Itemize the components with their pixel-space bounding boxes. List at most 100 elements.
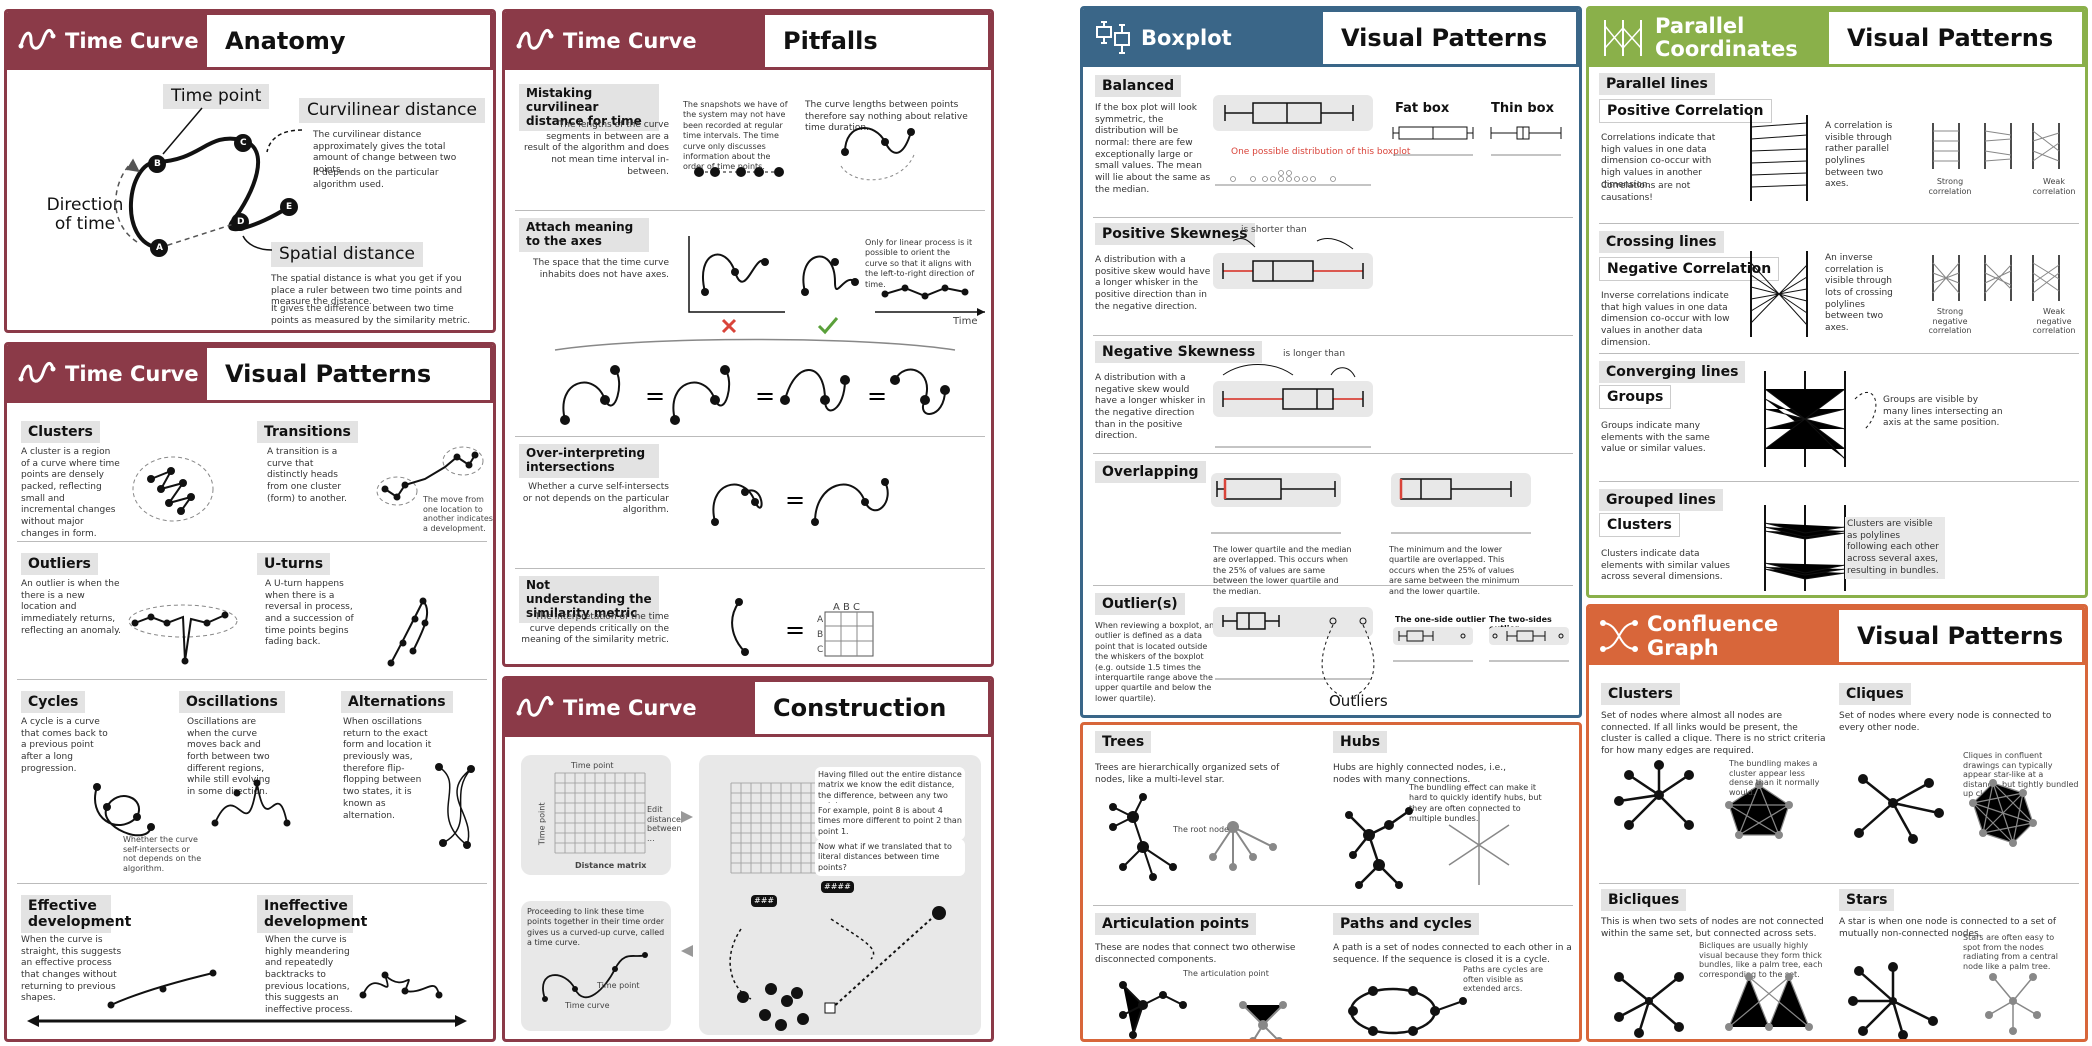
cg-bicliques-figure xyxy=(1614,972,1813,1038)
parallel-brand-label: Parallel Coordinates xyxy=(1655,13,1798,61)
tc-anatomy-title: Anatomy xyxy=(207,15,490,67)
pitfall-4-matrix-cols: A B C xyxy=(833,602,861,613)
graph-articulation-note: The articulation point xyxy=(1183,969,1269,978)
boxplot-brand: Boxplot xyxy=(1083,9,1323,67)
graph-trees-text: Trees are hierarchically organized sets … xyxy=(1095,763,1280,785)
tc-anatomy-header: Time Curve Anatomy xyxy=(7,12,493,70)
anatomy-spatial-label: Spatial distance xyxy=(271,242,423,267)
graph-hubs-figure xyxy=(1345,807,1510,889)
pc-strong-neg-label: Strong negative correlation xyxy=(1928,307,1972,336)
bp-thinbox-label: Thin box xyxy=(1491,101,1554,116)
pitfall-1-text: The lengths of the curve segments in bet… xyxy=(523,120,669,177)
bp-pos-skew-figure xyxy=(1213,238,1373,289)
anatomy-direction-label: Direction of time xyxy=(46,195,124,234)
construction-dm-label: Distance matrix xyxy=(575,861,647,870)
tc-clusters-label: Clusters xyxy=(21,421,100,444)
pc-strong-label: Strong correlation xyxy=(1928,177,1972,196)
cg-stars-figure xyxy=(1848,962,2041,1039)
construction-matrix-grid xyxy=(554,772,646,854)
pc-pos-figure xyxy=(1750,115,1808,201)
bp-overlap-text1: The lower quartile and the median are ov… xyxy=(1213,545,1352,596)
pc-weak-label: Weak correlation xyxy=(2032,177,2076,196)
tc-alternations-text: When oscillations return to the exact fo… xyxy=(343,717,432,821)
tc-cycles-note: Whether the curve self-intersects or not… xyxy=(123,835,202,873)
tc-cycles-label: Cycles xyxy=(21,691,86,714)
construction-bottom-curve xyxy=(542,952,648,1002)
bp-balanced-label: Balanced xyxy=(1095,75,1182,98)
graph-hubs-note: The bundling effect can make it hard to … xyxy=(1409,783,1542,824)
pc-clusters-label: Clusters xyxy=(1599,513,1680,538)
bp-overlap-figure xyxy=(1211,473,1531,534)
graph-patterns-card: Trees Trees are hierarchically organized… xyxy=(1080,722,1582,1042)
pitfall-3-label: Over-interpreting intersections xyxy=(519,444,659,478)
tc-oscillations-label: Oscillations xyxy=(179,691,285,714)
pc-pos-strength xyxy=(1932,123,2060,169)
anatomy-point-e: E xyxy=(286,202,293,212)
graph-trees-label: Trees xyxy=(1095,731,1152,754)
construction-note2: For example, point 8 is about 4 times mo… xyxy=(815,803,965,841)
tc-effective-label: Effective development xyxy=(21,895,131,934)
bp-balanced-text: If the box plot will look symmetric, the… xyxy=(1095,103,1211,195)
pitfall-4-matrix-row-c: C xyxy=(817,645,824,655)
boxplot-brand-label: Boxplot xyxy=(1141,26,1232,50)
cg-stars-label: Stars xyxy=(1839,889,1895,912)
tc-ineffective-figure xyxy=(359,971,443,999)
cg-clusters-note: The bundling makes a cluster appear less… xyxy=(1729,759,1820,797)
tc-uturns-text: A U-turn happens when there is a reversa… xyxy=(265,579,354,648)
anatomy-curv-text2: It depends on the particular algorithm u… xyxy=(313,168,439,190)
tc-uturns-label: U-turns xyxy=(257,553,331,576)
bp-outliers-label: Outlier(s) xyxy=(1095,593,1185,616)
time-curve-logo-icon xyxy=(18,29,56,50)
parallel-brand: Parallel Coordinates xyxy=(1589,9,1829,67)
pc-groups-label: Groups xyxy=(1599,385,1672,410)
tc-construction-brand: Time Curve xyxy=(505,679,755,737)
bp-overlap-text2: The minimum and the lower quartile are o… xyxy=(1389,545,1520,596)
anatomy-time-point-label: Time point xyxy=(163,84,270,109)
pc-parallel-lines-label: Parallel lines xyxy=(1599,73,1715,96)
bp-outliers-caption: Outliers xyxy=(1329,692,1388,710)
tc-construction-title: Construction xyxy=(755,682,988,734)
pitfall-1-figure xyxy=(694,127,916,181)
tc-pitfalls-header: Time Curve Pitfalls xyxy=(505,12,991,70)
pc-weak-neg-label: Weak negative correlation xyxy=(2032,307,2076,336)
construction-bottom-panel xyxy=(521,901,671,1031)
cg-stars-note: Stars are often easy to spot from the no… xyxy=(1963,933,2058,971)
confluence-header: Confluence Graph Visual Patterns xyxy=(1589,607,2085,665)
bp-neg-skew-text: A distribution with a negative skew woul… xyxy=(1095,373,1206,442)
confluence-title: Visual Patterns xyxy=(1839,610,2082,662)
tc-brand: Time Curve xyxy=(7,12,207,70)
pitfall-2-time: Time xyxy=(953,316,978,327)
cg-cliques-note: Cliques in confluent drawings can typica… xyxy=(1963,751,2079,799)
tc-oscillations-figure xyxy=(211,779,291,827)
pitfall-1-text2: The snapshots we have of the system may … xyxy=(683,100,788,172)
tc-outliers-figure xyxy=(128,604,238,665)
tc-anatomy-card: Time Curve Anatomy Time point Curvilinea… xyxy=(4,9,496,333)
graph-articulation-label: Articulation points xyxy=(1095,913,1257,936)
tc-clusters-text: A cluster is a region of a curve where t… xyxy=(21,447,120,539)
graph-paths-label: Paths and cycles xyxy=(1333,913,1479,936)
cg-bicliques-label: Bicliques xyxy=(1601,889,1687,912)
pitfall-2-label: Attach meaning to the axes xyxy=(519,218,649,252)
cg-clusters-label: Clusters xyxy=(1601,683,1680,706)
tc-ineffective-text: When the curve is highly meandering and … xyxy=(265,935,353,1016)
pc-neg-text: Inverse correlations indicate that high … xyxy=(1601,291,1730,348)
tc-construction-card: Time Curve Construction Time point Time … xyxy=(502,676,994,1042)
pitfall-3-figure: = xyxy=(711,478,889,526)
parallel-coords-logo-icon xyxy=(1604,20,1642,56)
pc-neg-figure xyxy=(1750,251,1808,337)
anatomy-point-d: D xyxy=(237,217,245,227)
parallel-card: Parallel Coordinates Visual Patterns Par… xyxy=(1586,6,2088,598)
construction-chip-2: #### xyxy=(821,881,854,893)
time-curve-logo-icon xyxy=(18,362,56,383)
anatomy-spat-text1: The spatial distance is what you get if … xyxy=(271,274,463,308)
bp-fat-thin-figure xyxy=(1392,126,1562,156)
cg-cliques-figure xyxy=(1854,774,2037,847)
confluence-brand: Confluence Graph xyxy=(1589,607,1839,665)
graph-paths-figure xyxy=(1348,986,1467,1036)
construction-points-figure xyxy=(729,906,946,1031)
pc-pos-text2: Correlations are not causations! xyxy=(1601,181,1691,203)
pc-groups-text: Groups indicate many elements with the s… xyxy=(1601,421,1710,455)
anatomy-point-a: A xyxy=(156,243,163,253)
tc-patterns-title: Visual Patterns xyxy=(207,348,490,400)
tc-ineffective-label: Ineffective development xyxy=(257,895,367,934)
